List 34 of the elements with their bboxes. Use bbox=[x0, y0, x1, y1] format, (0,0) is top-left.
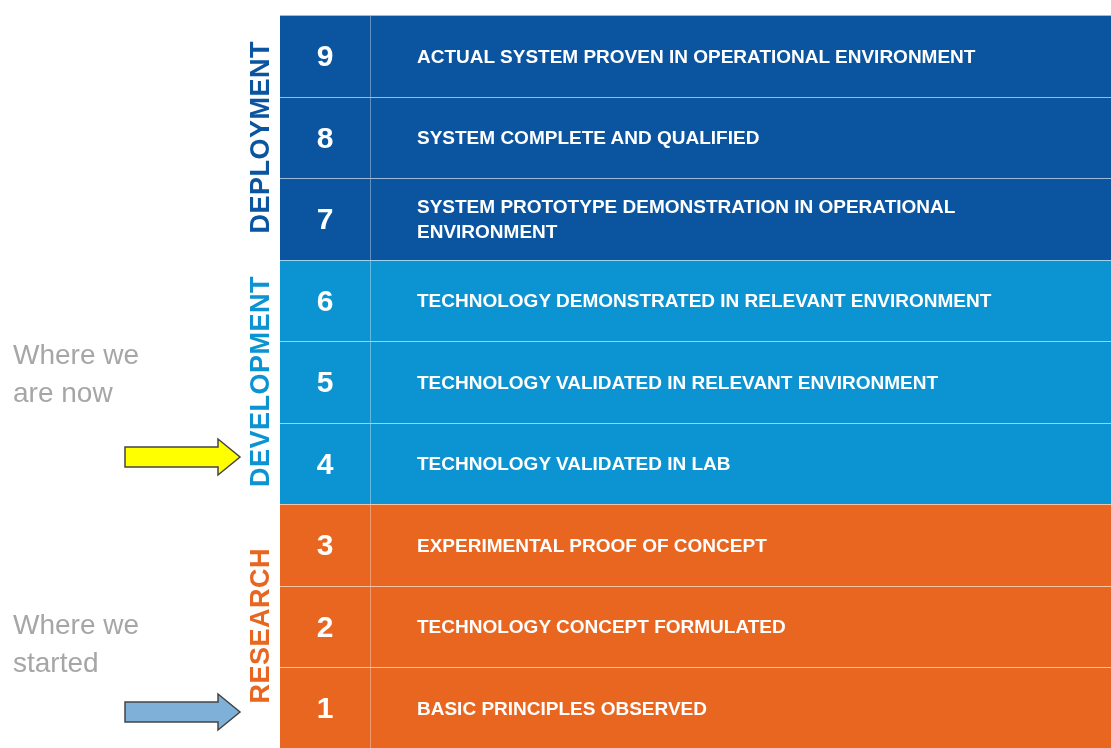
level-description: BASIC PRINCIPLES OBSERVED bbox=[417, 696, 707, 721]
level-description: SYSTEM COMPLETE AND QUALIFIED bbox=[417, 126, 760, 151]
level-row bbox=[280, 667, 1111, 748]
level-number: 4 bbox=[316, 446, 334, 481]
level-row bbox=[280, 341, 1111, 423]
phase-label: DEVELOPMENT bbox=[244, 276, 276, 488]
note-text: Where we started bbox=[13, 608, 141, 680]
phase-label: RESEARCH bbox=[244, 548, 276, 704]
level-row bbox=[280, 585, 1111, 667]
level-row bbox=[280, 259, 1111, 341]
level-row bbox=[280, 504, 1111, 586]
level-row bbox=[280, 422, 1111, 504]
block-arrow bbox=[124, 437, 242, 477]
level-description: TECHNOLOGY VALIDATED IN RELEVANT ENVIRONMENT bbox=[417, 370, 939, 395]
level-number: 2 bbox=[316, 609, 334, 644]
level-number: 7 bbox=[316, 202, 334, 237]
level-row bbox=[280, 15, 1111, 97]
level-description: TECHNOLOGY DEMONSTRATED IN RELEVANT ENVIRONMENT bbox=[417, 289, 992, 314]
level-number: 1 bbox=[316, 691, 334, 726]
level-description: ACTUAL SYSTEM PROVEN IN OPERATIONAL ENVIRONMENT bbox=[417, 44, 976, 69]
level-description: TECHNOLOGY VALIDATED IN LAB bbox=[417, 452, 731, 477]
level-number: 3 bbox=[316, 528, 334, 563]
note-text: Where we are now bbox=[13, 338, 141, 410]
block-arrow bbox=[124, 692, 242, 732]
level-number: 8 bbox=[316, 120, 334, 155]
level-row bbox=[280, 96, 1111, 178]
phase-label: DEPLOYMENT bbox=[244, 41, 276, 234]
level-description: TECHNOLOGY CONCEPT FORMULATED bbox=[417, 615, 786, 640]
level-row bbox=[280, 178, 1111, 260]
level-number: 5 bbox=[316, 365, 334, 400]
level-number: 9 bbox=[316, 39, 334, 74]
level-number: 6 bbox=[316, 283, 334, 318]
level-description: EXPERIMENTAL PROOF OF CONCEPT bbox=[417, 533, 767, 558]
level-description: SYSTEM PROTOTYPE DEMONSTRATION IN OPERATIONAL ENVIRONMENT bbox=[417, 195, 957, 245]
